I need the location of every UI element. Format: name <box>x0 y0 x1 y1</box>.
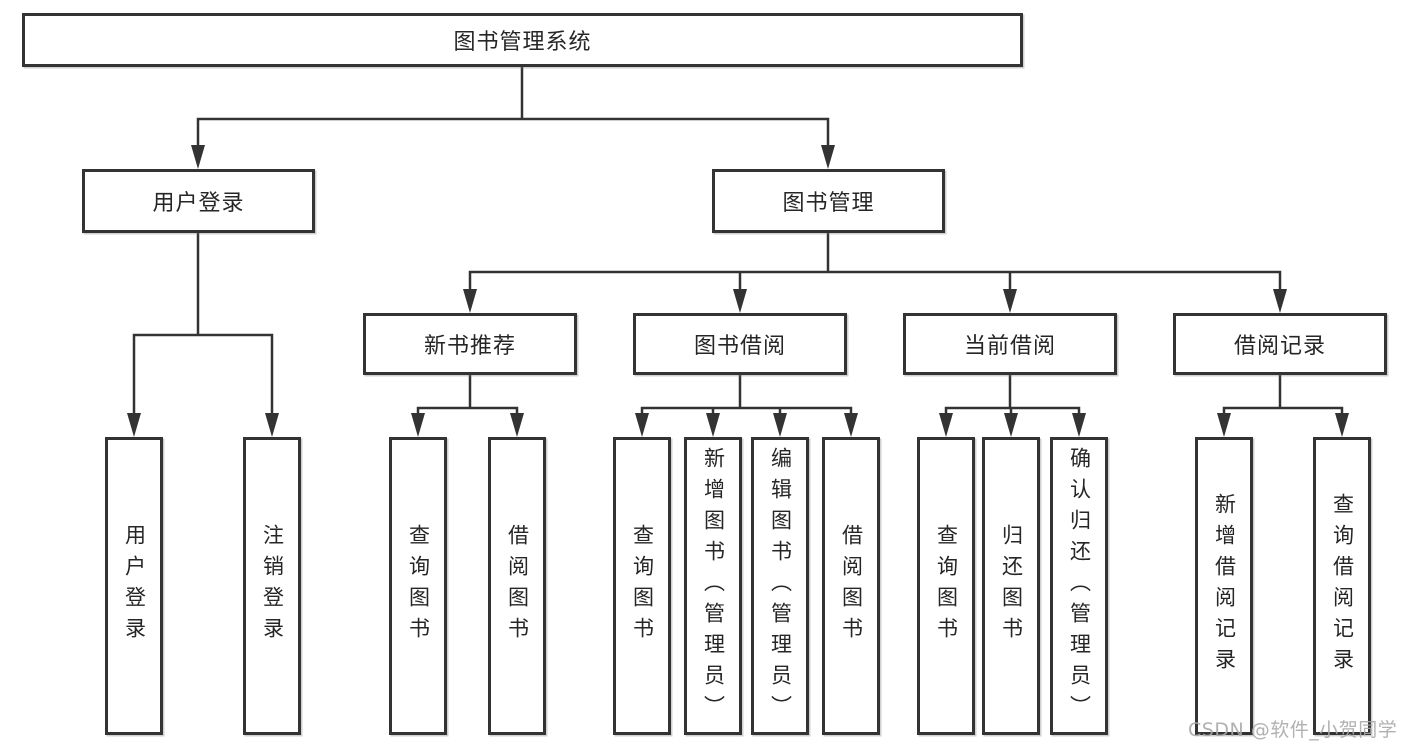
node-label: 借阅图书 <box>505 524 530 648</box>
node-label: 查询图书 <box>406 524 431 648</box>
node-label: 编辑图书（管理员） <box>768 446 793 726</box>
node-current-borrowing: 当前借阅 <box>903 313 1117 375</box>
node-user-login: 用户登录 <box>82 169 315 233</box>
node-label: 借阅图书 <box>839 524 864 648</box>
node-label: 新增图书（管理员） <box>701 446 726 726</box>
leaf-query-books-recommend: 查询图书 <box>389 437 447 735</box>
node-label: 用户登录 <box>122 524 147 648</box>
leaf-query-books-borrowing: 查询图书 <box>613 437 671 735</box>
arrowhead-down-icons <box>127 145 1349 437</box>
leaf-borrow-books-recommend: 借阅图书 <box>488 437 546 735</box>
leaf-user-login: 用户登录 <box>105 437 163 735</box>
node-label: 注销登录 <box>260 524 285 648</box>
node-label: 新书推荐 <box>423 334 516 359</box>
node-label: 图书管理系统 <box>453 30 592 55</box>
node-book-management: 图书管理 <box>712 169 945 233</box>
node-label: 查询借阅记录 <box>1330 493 1355 679</box>
node-label: 新增借阅记录 <box>1212 493 1237 679</box>
node-label: 借阅记录 <box>1233 334 1326 359</box>
csdn-watermark: CSDN @软件_小贺同学 <box>1188 719 1398 741</box>
node-label: 查询图书 <box>934 524 959 648</box>
node-label: 归还图书 <box>999 524 1024 648</box>
node-new-book-recommendation: 新书推荐 <box>363 313 577 375</box>
node-book-borrowing: 图书借阅 <box>633 313 847 375</box>
leaf-query-borrow-record: 查询借阅记录 <box>1313 437 1371 735</box>
node-library-management-system: 图书管理系统 <box>22 13 1023 67</box>
leaf-query-books-current: 查询图书 <box>917 437 975 735</box>
leaf-add-borrow-record: 新增借阅记录 <box>1195 437 1253 735</box>
leaf-logout: 注销登录 <box>243 437 301 735</box>
leaf-borrow-books: 借阅图书 <box>822 437 880 735</box>
leaf-return-books: 归还图书 <box>982 437 1040 735</box>
leaf-confirm-return-admin: 确认归还（管理员） <box>1050 437 1108 735</box>
node-label: 图书借阅 <box>693 334 786 359</box>
node-label: 当前借阅 <box>963 334 1056 359</box>
node-label: 查询图书 <box>630 524 655 648</box>
leaf-add-book-admin: 新增图书（管理员） <box>684 437 742 735</box>
leaf-edit-book-admin: 编辑图书（管理员） <box>751 437 809 735</box>
node-label: 用户登录 <box>152 191 245 216</box>
node-borrowing-records: 借阅记录 <box>1173 313 1387 375</box>
node-label: 图书管理 <box>782 191 875 216</box>
node-label: 确认归还（管理员） <box>1067 446 1092 726</box>
